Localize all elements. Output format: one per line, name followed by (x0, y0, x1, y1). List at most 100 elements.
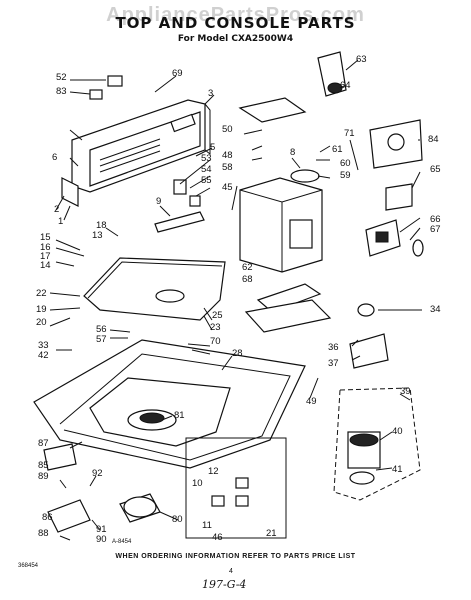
callout-58: 58 (222, 162, 233, 173)
callout-6: 6 (52, 152, 57, 163)
callout-53: 53 (201, 153, 212, 164)
callout-46: 46 (212, 532, 223, 543)
callout-13: 13 (92, 230, 103, 241)
callout-64: 64 (340, 80, 351, 91)
callout-71: 71 (344, 128, 355, 139)
callout-92: 92 (92, 468, 103, 479)
callout-69: 69 (172, 68, 183, 79)
callout-66: 66 (430, 214, 441, 225)
bracket-83 (89, 89, 103, 100)
callout-68: 68 (242, 274, 253, 285)
callout-37: 37 (328, 358, 339, 369)
callout-5: 5 (210, 142, 215, 153)
ordering-note: WHEN ORDERING INFORMATION REFER TO PARTS… (115, 553, 356, 560)
clip-16 (235, 495, 249, 507)
console-housing-58 (239, 177, 323, 273)
callout-40: 40 (392, 426, 403, 437)
callout-83: 83 (56, 86, 67, 97)
callout-36: 36 (328, 342, 339, 353)
callout-88: 88 (38, 528, 49, 539)
handwritten-note: 197-G-4 (202, 578, 247, 591)
callout-55: 55 (201, 175, 212, 186)
callout-21: 21 (266, 528, 277, 539)
callout-61: 61 (332, 144, 343, 155)
bracket-37 (349, 333, 389, 369)
detail-box-hardware (185, 437, 287, 539)
callout-86: 86 (42, 512, 53, 523)
callout-15: 15 (40, 232, 51, 243)
valve-assembly-40 (347, 431, 381, 485)
publication-number: 368454 (18, 563, 39, 569)
callout-3: 3 (208, 88, 213, 99)
callout-45: 45 (222, 182, 233, 193)
solenoid-66 (365, 219, 401, 257)
callout-85: 85 (38, 460, 49, 471)
end-cap (61, 177, 79, 207)
callout-1: 1 (58, 216, 63, 227)
callout-14: 14 (40, 260, 51, 271)
callout-39: 39 (400, 386, 411, 397)
callout-20: 20 (36, 317, 47, 328)
callout-63: 63 (356, 54, 367, 65)
callout-91: 91 (96, 524, 107, 535)
callout-22: 22 (36, 288, 47, 299)
callout-54: 54 (201, 164, 212, 175)
callout-49: 49 (306, 396, 317, 407)
clip-11 (211, 495, 225, 507)
bracket-86 (47, 499, 91, 533)
callout-65: 65 (430, 164, 441, 175)
washer-top (33, 339, 306, 469)
page-number: 4 (229, 568, 233, 575)
hinge-strip-9 (154, 211, 205, 233)
clip-34 (357, 303, 375, 317)
callout-50: 50 (222, 124, 233, 135)
callout-12: 12 (208, 466, 219, 477)
callout-84: 84 (428, 134, 439, 145)
callout-17: 17 (40, 251, 51, 262)
callout-18: 18 (96, 220, 107, 231)
callout-2: 2 (54, 204, 59, 215)
callout-62: 62 (242, 262, 253, 273)
callout-80: 80 (172, 514, 183, 525)
callout-52: 52 (56, 72, 67, 83)
callout-28: 28 (232, 348, 243, 359)
callout-70: 70 (210, 336, 221, 347)
callout-41: 41 (392, 464, 403, 475)
gasket-59 (290, 169, 320, 183)
clip-65 (385, 183, 413, 211)
cover-50 (238, 97, 307, 123)
callout-25: 25 (212, 310, 223, 321)
callout-59: 59 (340, 170, 351, 181)
drawing-number: A-8454 (112, 539, 132, 545)
switch-53 (173, 179, 187, 195)
callout-89: 89 (38, 471, 49, 482)
callout-42: 42 (38, 350, 49, 361)
callout-33: 33 (38, 340, 49, 351)
clip-55 (189, 195, 201, 207)
washer-lid (83, 257, 226, 321)
callout-67: 67 (430, 224, 441, 235)
leader-lines (49, 59, 422, 541)
callout-48: 48 (222, 150, 233, 161)
callout-19: 19 (36, 304, 47, 315)
callout-60: 60 (340, 158, 351, 169)
console-panel (71, 99, 211, 193)
switch-knob-64 (327, 82, 343, 94)
callout-81: 81 (174, 410, 185, 421)
callout-16: 16 (40, 242, 51, 253)
callout-90: 90 (96, 534, 107, 545)
detail-box-39 (333, 387, 421, 501)
callout-8: 8 (290, 147, 295, 158)
callout-10: 10 (192, 478, 203, 489)
clip-14 (235, 477, 249, 489)
watermark: AppliancePartsPros.com (106, 4, 365, 26)
bracket-85 (43, 443, 77, 471)
callout-9: 9 (156, 196, 161, 207)
callout-23: 23 (210, 322, 221, 333)
callout-87: 87 (38, 438, 49, 449)
callout-57: 57 (96, 334, 107, 345)
callout-56: 56 (96, 324, 107, 335)
